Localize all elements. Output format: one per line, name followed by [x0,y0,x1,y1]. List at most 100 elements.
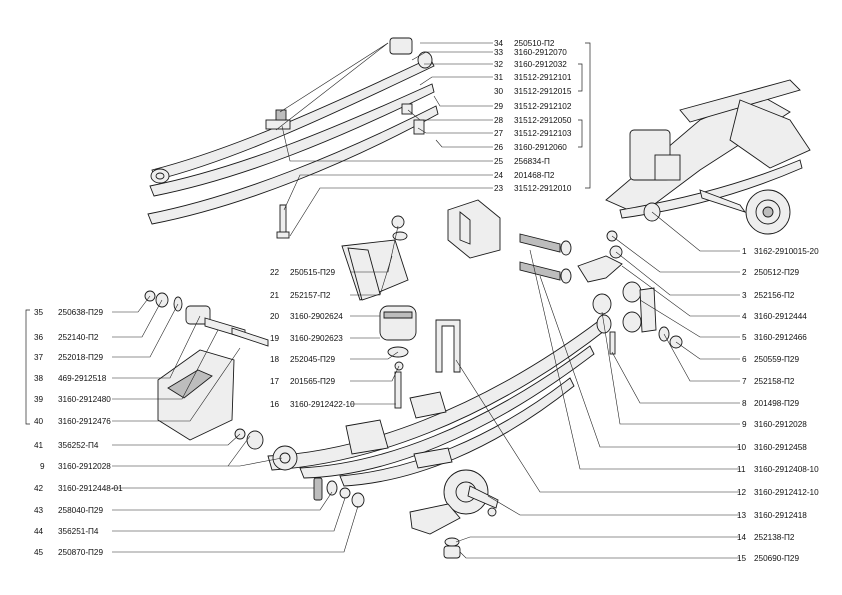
callout-code: 201468-П2 [514,171,555,180]
callout-num: 31 [494,73,504,82]
callout-code: 3160-2912476 [58,417,111,426]
callout-num: 6 [742,355,747,364]
callout-num: 22 [270,268,280,277]
callout-code: 31512-2912101 [514,73,572,82]
callout-num: 35 [34,308,44,317]
callout-num: 18 [270,355,280,364]
callout-num: 7 [742,377,747,386]
callout-num: 2 [742,268,747,277]
callout-code: 252140-П2 [58,333,99,342]
callout-code: 3160-2902624 [290,312,343,321]
callout-num: 1 [742,247,747,256]
callout-code: 250690-П29 [754,554,799,563]
vehicle-frame-view [605,79,811,235]
callout-num: 21 [270,291,280,300]
callout-code: 31512-2912010 [514,184,572,193]
callout-code: 3160-2912028 [58,462,111,471]
callout-code: 31512-2912050 [514,116,572,125]
callout-code: 356252-П4 [58,441,99,450]
callout-num: 8 [742,399,747,408]
leader-lines [25,42,740,559]
callout-num: 9 [40,462,45,471]
callout-num: 27 [494,129,504,138]
callout-code: 252157-П2 [290,291,331,300]
callout-code: 3160-2912458 [754,443,807,452]
callout-code: 250515-П29 [290,268,335,277]
callout-num: 26 [494,143,504,152]
callout-code: 3160-2912408-10 [754,465,819,474]
callout-num: 42 [34,484,44,493]
callout-num: 39 [34,395,44,404]
callout-code: 258040-П29 [58,506,103,515]
callout-num: 10 [737,443,747,452]
callout-code: 3160-2912480 [58,395,111,404]
callout-code: 3160-2912412-10 [754,488,819,497]
callout-num: 20 [270,312,280,321]
callout-code: 3162-2910015-20 [754,247,819,256]
callout-code: 3160-2912032 [514,60,567,69]
axle-pad-parts [409,469,499,559]
callout-code: 3160-2912466 [754,333,807,342]
callout-num: 37 [34,353,44,362]
callout-num: 17 [270,377,280,386]
callout-code: 469-2912518 [58,374,107,383]
callout-code: 201565-П29 [290,377,335,386]
callout-num: 19 [270,334,280,343]
callout-num: 45 [34,548,44,557]
callout-code: 201498-П29 [754,399,799,408]
callout-num: 36 [34,333,44,342]
callout-code: 252156-П2 [754,291,795,300]
callout-code: 3160-2912418 [754,511,807,520]
callout-num: 25 [494,157,504,166]
callout-code: 3160-2912448-01 [58,484,123,493]
callout-num: 32 [494,60,504,69]
callout-num: 9 [742,420,747,429]
callout-num: 14 [737,533,747,542]
callout-code: 356251-П4 [58,527,99,536]
callout-num: 33 [494,48,504,57]
callout-code: 3160-2902623 [290,334,343,343]
callouts-left: 35 250638-П29 36 252140-П2 37 252018-П29… [34,308,123,557]
callout-code: 31512-2912015 [514,87,572,96]
callouts-top: 34 250510-П2 33 3160-2912070 32 3160-291… [494,39,572,193]
callout-num: 23 [494,184,504,193]
callout-code: 252158-П2 [754,377,795,386]
callouts-right: 1 3162-2910015-20 2 250512-П29 3 252156-… [737,247,819,563]
callout-num: 12 [737,488,747,497]
callout-code: 3160-2912422-10 [290,400,355,409]
callouts-middle: 22 250515-П29 21 252157-П2 20 3160-29026… [270,268,355,409]
callout-num: 43 [34,506,44,515]
callout-num: 13 [737,511,747,520]
callout-num: 41 [34,441,44,450]
callout-num: 15 [737,554,747,563]
callout-code: 31512-2912102 [514,102,572,111]
callout-code: 252045-П29 [290,355,335,364]
callout-num: 30 [494,87,504,96]
callout-code: 250510-П2 [514,39,555,48]
callout-num: 5 [742,333,747,342]
rear-bracket-parts [447,199,683,355]
callout-code: 252138-П2 [754,533,795,542]
callout-code: 250512-П29 [754,268,799,277]
callout-num: 28 [494,116,504,125]
callout-code: 250638-П29 [58,308,103,317]
callout-num: 44 [34,527,44,536]
callout-code: 3160-2912444 [754,312,807,321]
callout-num: 11 [737,465,746,474]
callout-code: 256834-П [514,157,550,166]
callout-num: 16 [270,400,280,409]
callout-code: 3160-2912028 [754,420,807,429]
callout-code: 252018-П29 [58,353,103,362]
callout-code: 3160-2912070 [514,48,567,57]
callout-num: 40 [34,417,44,426]
callout-code: 3160-2912060 [514,143,567,152]
callout-num: 29 [494,102,504,111]
callout-code: 250870-П29 [58,548,103,557]
callout-code: 31512-2912103 [514,129,572,138]
u-bolt [435,319,461,373]
callout-num: 3 [742,291,747,300]
callout-num: 24 [494,171,504,180]
callout-num: 34 [494,39,504,48]
callout-code: 250559-П29 [754,355,799,364]
